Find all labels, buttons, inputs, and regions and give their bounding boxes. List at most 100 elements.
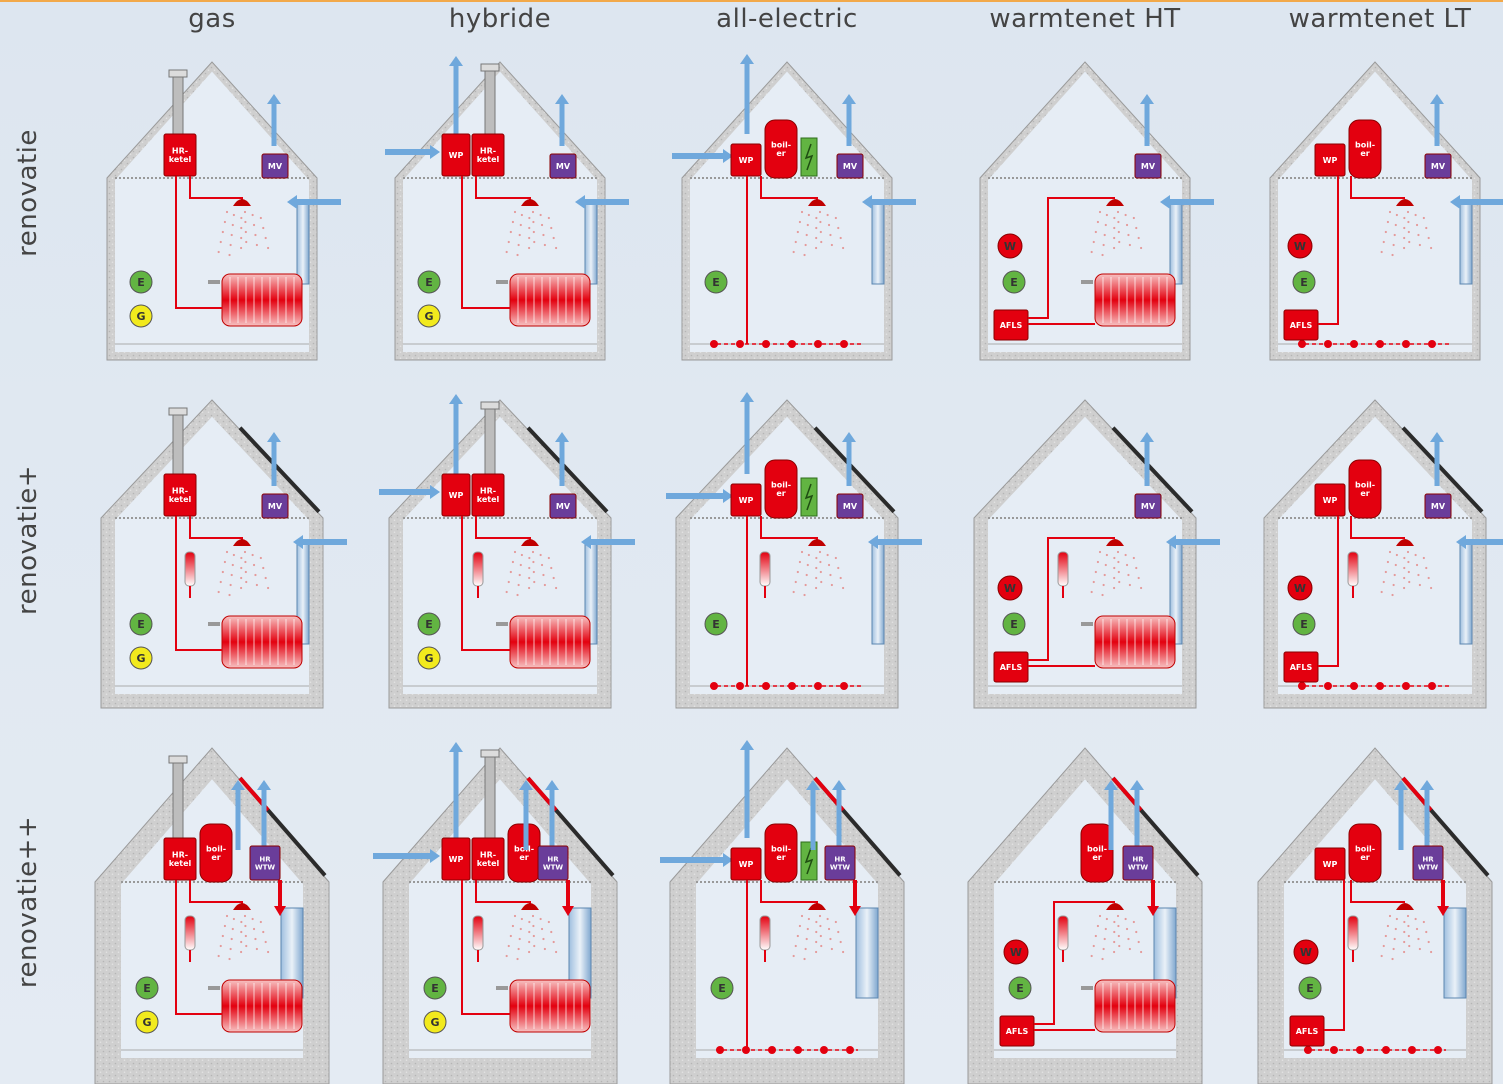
heating-pipe: [461, 516, 510, 651]
boiler-vessel: [764, 823, 798, 883]
heating-pipe: [461, 176, 510, 309]
wp-exhaust-air-head: [449, 742, 463, 752]
heating-pipe: [175, 880, 222, 1015]
mv-unit: [1134, 153, 1162, 179]
shower-head-spray: [1380, 914, 1433, 961]
afls-heat-exchanger-label: AFLS: [1006, 1027, 1029, 1036]
ventilation-exhaust-air-head: [1140, 94, 1154, 104]
radiator: [208, 979, 303, 1033]
district-heat-connection-label: W: [1294, 582, 1306, 595]
heat-pump-wp-label: WP: [449, 491, 464, 500]
electricity-connection-label: E: [137, 618, 145, 631]
mv-unit-label: MV: [1431, 502, 1446, 511]
district-heat-connection-label: W: [1300, 946, 1312, 959]
flue-chimney-cap: [168, 407, 188, 416]
flue-chimney: [172, 73, 184, 135]
shower-head: [1396, 199, 1414, 206]
heating-pipe: [175, 516, 222, 651]
dhw-pipe: [1028, 197, 1115, 319]
column-label-hybride: hybride: [448, 4, 552, 34]
boiler-vessel-label: boil-er: [206, 844, 226, 862]
column-label-warmtenet-ht: warmtenet HT: [989, 4, 1181, 34]
hr-ketel: [471, 473, 505, 517]
window: [1169, 203, 1183, 285]
solar-panel: [813, 426, 896, 514]
electricity-connection: [129, 612, 153, 636]
heat-pump-wp-label: WP: [739, 860, 754, 869]
heat-pump-wp-label: WP: [1323, 496, 1338, 505]
heat-pump-wp-label: WP: [739, 156, 754, 165]
mv-unit: [1134, 493, 1162, 519]
flue-chimney-cap: [168, 69, 188, 78]
shower-head: [1106, 199, 1124, 206]
shower-head: [521, 539, 539, 546]
shower-head-spray: [1380, 550, 1433, 597]
boiler-vessel: [764, 459, 798, 519]
gas-connection: [417, 304, 441, 328]
boiler-vessel: [1348, 119, 1382, 179]
wtw-supply-duct-head: [562, 906, 574, 916]
gas-connection: [129, 646, 153, 670]
wtw-supply-duct-head: [849, 906, 861, 916]
boiler-vessel: [764, 119, 798, 179]
wp-intake-air-head: [430, 849, 440, 863]
radiator: [1081, 615, 1176, 669]
wp-exhaust-air-head: [740, 392, 754, 402]
boiler-vessel: [1348, 459, 1382, 519]
electricity-connection-label: E: [1010, 618, 1018, 631]
gas-connection-label: G: [136, 310, 145, 323]
shower-head-spray: [217, 210, 270, 257]
mv-unit: [1424, 493, 1452, 519]
ventilation-exhaust-air-head: [842, 94, 856, 104]
boiler-vessel-label: boil-er: [771, 140, 791, 158]
boiler-vessel: [1348, 823, 1382, 883]
shower-head-spray: [1090, 210, 1143, 257]
dhw-buffer-tank: [1057, 551, 1069, 587]
hr-ketel: [163, 837, 197, 881]
hr-ketel: [163, 473, 197, 517]
electricity-connection: [1008, 976, 1032, 1000]
heat-pump-wp: [441, 133, 471, 177]
mv-unit-label: MV: [268, 502, 283, 511]
facade-air-inlet-head: [287, 195, 297, 209]
shower-head: [233, 903, 251, 910]
wp-exhaust-air-head: [740, 54, 754, 64]
shower-head-spray: [505, 914, 558, 961]
boiler-vessel: [199, 823, 233, 883]
dhw-pipe: [1350, 176, 1405, 199]
gas-connection: [135, 1010, 159, 1034]
house-interior: [1278, 71, 1472, 352]
district-heat-connection: [1287, 233, 1313, 259]
heat-pump-wp: [441, 837, 471, 881]
electricity-connection-label: E: [718, 982, 726, 995]
wtw-supply-duct-head: [1437, 906, 1449, 916]
afls-heat-exchanger-label: AFLS: [1290, 663, 1313, 672]
hr-ketel-label: HR-ketel: [169, 486, 192, 504]
heat-pump-wp: [1314, 483, 1346, 517]
window: [584, 203, 598, 285]
shower-head: [808, 199, 826, 206]
solar-panel: [238, 426, 321, 514]
window: [1459, 543, 1473, 645]
shower-head: [1106, 903, 1124, 910]
heating-pipe: [1318, 176, 1339, 325]
dhw-buffer-tank: [1057, 915, 1069, 951]
mv-unit: [1424, 153, 1452, 179]
electricity-connection: [704, 270, 728, 294]
electricity-connection: [417, 270, 441, 294]
dhw-pipe: [1028, 537, 1115, 661]
wtw-supply-duct-head: [1147, 906, 1159, 916]
dhw-pipe: [1350, 516, 1405, 539]
district-heat-connection-label: W: [1004, 582, 1016, 595]
heating-pipe: [461, 880, 510, 1015]
radiator: [496, 273, 591, 327]
dhw-buffer-tank: [472, 915, 484, 951]
wtw-supply-air-head: [519, 780, 533, 790]
hr-ketel: [471, 837, 505, 881]
shower-head: [808, 539, 826, 546]
